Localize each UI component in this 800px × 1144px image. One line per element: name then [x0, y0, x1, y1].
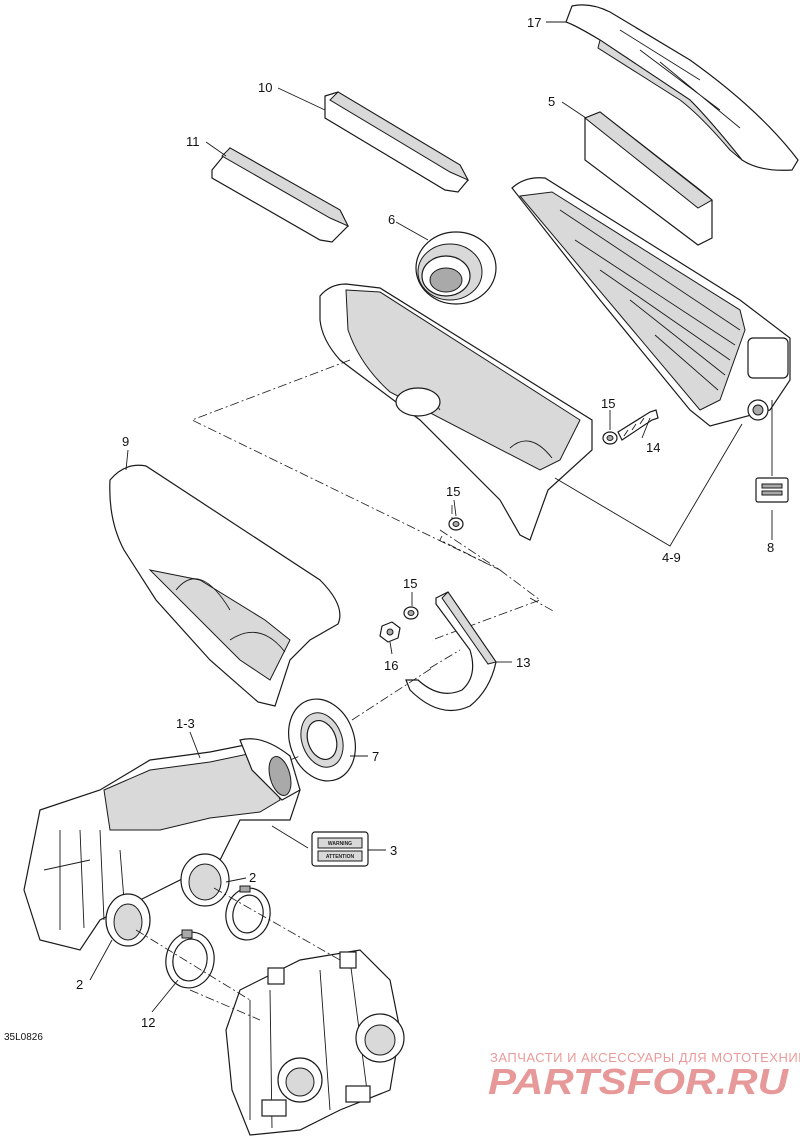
callout-12: 12	[141, 1015, 155, 1030]
part-13-bracket	[405, 591, 497, 712]
watermark-tagline: ЗАПЧАСТИ И АКСЕССУАРЫ ДЛЯ МОТОТЕХНИКИ	[490, 1050, 800, 1065]
air-box-lid-housing	[511, 177, 791, 427]
assembly-line-b	[451, 505, 556, 613]
assembly-line-d	[135, 887, 341, 1021]
part-14-screw	[617, 409, 659, 441]
callout-16: 16	[384, 658, 398, 673]
part-10-foam	[324, 91, 470, 193]
callout-2-upper: 2	[249, 870, 256, 885]
part-15-washer-middle	[448, 517, 464, 531]
part-3-label: WARNING ATTENTION	[311, 831, 369, 867]
part-5-foam	[584, 111, 713, 246]
carburetor-assembly	[225, 949, 405, 1136]
callout-9: 9	[122, 434, 129, 449]
part-7-ring	[288, 698, 356, 782]
callout-14: 14	[646, 440, 660, 455]
callout-1-3: 1-3	[176, 716, 195, 731]
assembly-line-c	[289, 649, 461, 761]
label-3-top-text: WARNING	[328, 841, 352, 847]
part-15-washer-lower	[403, 606, 419, 620]
callout-labels: 17 10 5 11 6 15 14 9 15 4-9 8 15 13 16 1…	[76, 15, 774, 1030]
watermark: ЗАПЧАСТИ И АКСЕССУАРЫ ДЛЯ МОТОТЕХНИКИ PA…	[488, 1050, 800, 1102]
callout-7: 7	[372, 749, 379, 764]
callout-3: 3	[390, 843, 397, 858]
callout-15-upper: 15	[601, 396, 615, 411]
part-16-nut	[379, 621, 401, 643]
air-box-inner-housing	[319, 283, 593, 541]
callout-17: 17	[527, 15, 541, 30]
part-12-clamp	[165, 929, 215, 989]
part-2-clamp	[225, 885, 271, 941]
reference-code: 35L0826	[4, 1032, 43, 1043]
callout-4-9: 4-9	[662, 550, 681, 565]
callout-8: 8	[767, 540, 774, 555]
callout-6: 6	[388, 212, 395, 227]
part-9-filter	[109, 464, 341, 707]
part-15-washer-upper	[602, 431, 618, 445]
leader-lines	[89, 21, 773, 1013]
part-1-3-air-box	[23, 738, 301, 951]
callout-11: 11	[186, 134, 200, 149]
watermark-logo: PARTSFOR.RU	[488, 1061, 789, 1102]
callout-15-lower: 15	[403, 576, 417, 591]
callout-2-lower: 2	[76, 977, 83, 992]
part-11-foam	[211, 147, 350, 243]
callout-5: 5	[548, 94, 555, 109]
callout-10: 10	[258, 80, 272, 95]
part-8-label	[755, 477, 789, 503]
callout-15-middle: 15	[446, 484, 460, 499]
callout-13: 13	[516, 655, 530, 670]
part-17-cover	[565, 4, 799, 171]
label-3-bottom-text: ATTENTION	[326, 854, 355, 860]
part-6-grommet	[415, 231, 497, 305]
